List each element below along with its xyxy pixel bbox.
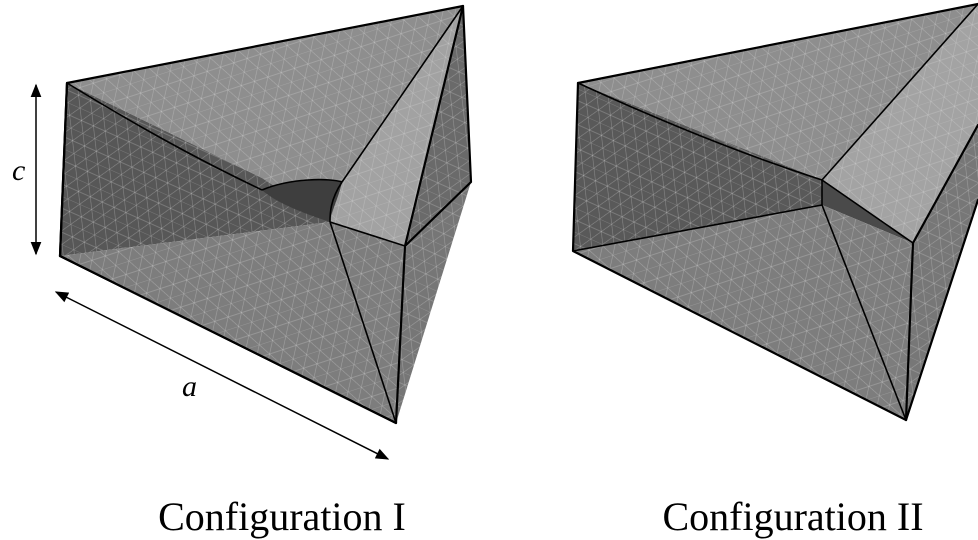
caption-configuration-ii: Configuration II (662, 494, 923, 539)
inner-lens (262, 179, 342, 222)
caption-configuration-i: Configuration I (158, 494, 406, 539)
side-dimension-arrow (54, 291, 390, 460)
height-label: c (12, 154, 25, 187)
side-label: a (182, 370, 197, 403)
panel-configuration-i: c a Configuration I (12, 4, 473, 539)
panel-configuration-ii: Configuration II (571, 2, 978, 539)
